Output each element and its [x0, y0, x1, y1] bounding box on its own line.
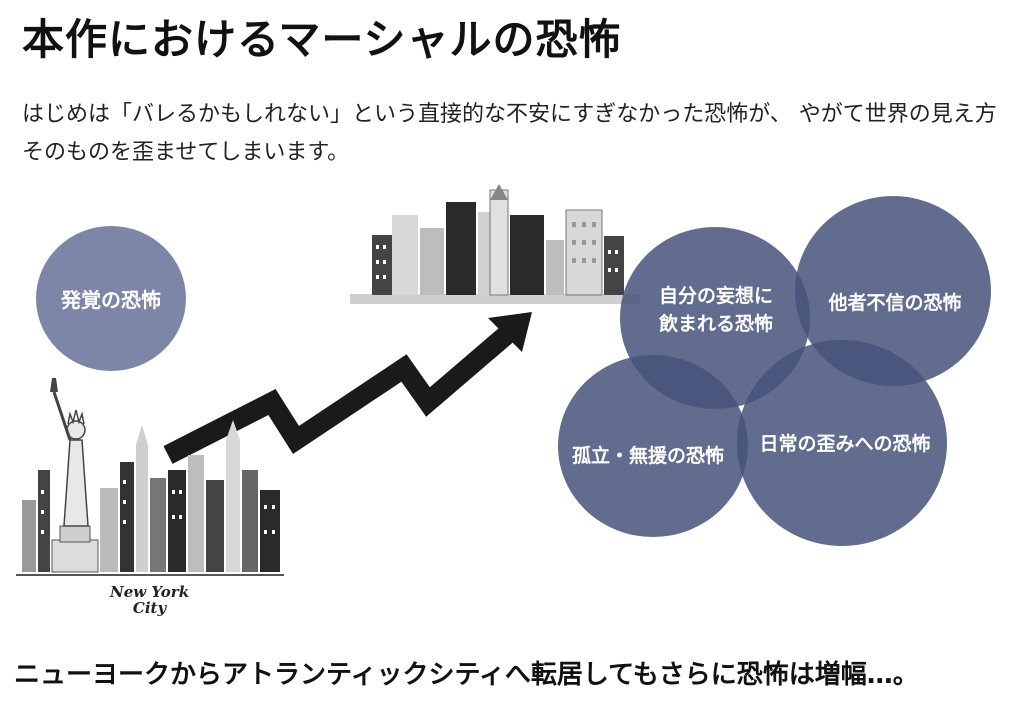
footer-caption: ニューヨークからアトランティックシティへ転居してもさらに恐怖は増幅…。 — [14, 660, 919, 690]
ny-logo-line2: City — [132, 599, 167, 617]
fear-delusion-label: 自分の妄想に 飲まれる恐怖 — [636, 282, 796, 338]
fear-delusion-line2: 飲まれる恐怖 — [658, 313, 773, 335]
fear-isolation-label: 孤立・無援の恐怖 — [571, 445, 724, 467]
new-york-city-logo: New York City — [110, 584, 189, 616]
ny-logo-line1: New York — [110, 583, 190, 601]
fear-distortion-blob — [737, 340, 947, 546]
fear-distrust-label: 他者不信の恐怖 — [828, 292, 962, 314]
fear-delusion-line1: 自分の妄想に — [658, 285, 773, 307]
fear-discovery-blob: 発覚の恐怖 — [36, 226, 186, 371]
new-york-skyline — [16, 378, 284, 576]
lead-paragraph: はじめは「バレるかもしれない」という直接的な不安にすぎなかった恐怖が、 やがて世… — [22, 102, 997, 165]
fear-isolation-blob — [558, 355, 748, 537]
fear-distortion-label: 日常の歪みへの恐怖 — [759, 433, 931, 455]
atlantic-city-skyline — [350, 184, 640, 304]
statue-of-liberty-icon — [50, 378, 99, 573]
page-title: 本作におけるマーシャルの恐怖 — [22, 15, 622, 64]
fear-discovery-label: 発覚の恐怖 — [61, 288, 161, 312]
rising-arrow-icon — [163, 312, 532, 464]
